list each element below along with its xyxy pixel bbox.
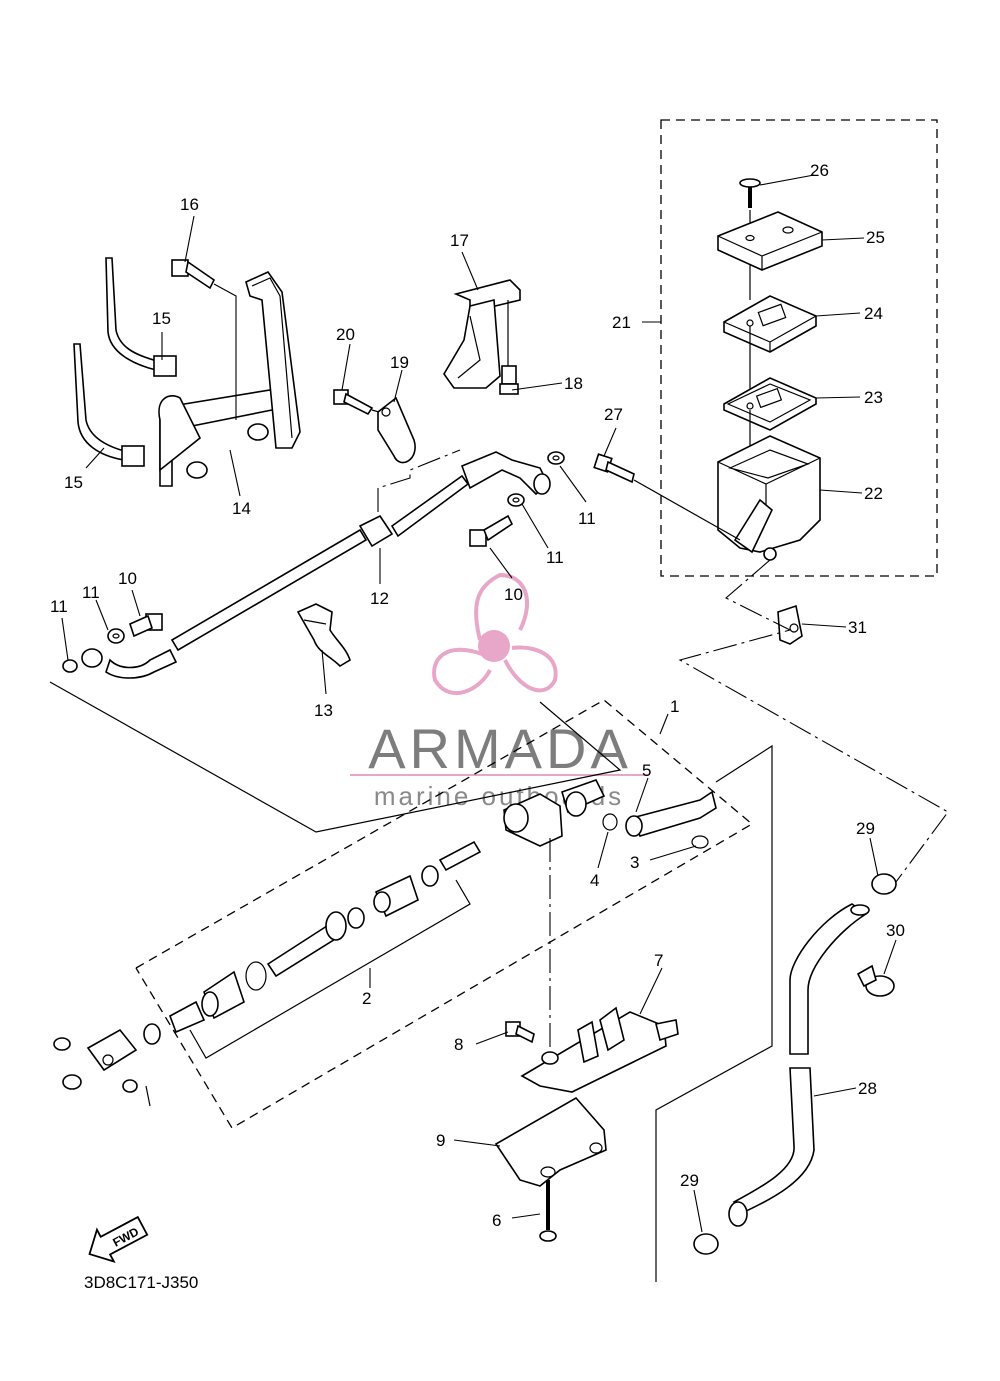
callout-4: 4 (590, 871, 599, 890)
leader-lines (61, 174, 897, 1233)
callout-27: 27 (604, 405, 623, 424)
callout-11-c: 11 (82, 583, 100, 602)
callout-3: 3 (630, 853, 639, 872)
master-cylinder-group-box (135, 699, 754, 1129)
part-20-bolt (333, 389, 387, 416)
callout-13: 13 (314, 701, 333, 720)
callout-16: 16 (180, 195, 199, 214)
part-5-fitting (625, 790, 717, 837)
callout-12: 12 (370, 589, 389, 608)
callout-30: 30 (886, 921, 905, 940)
chain-reservoir-hose (678, 559, 949, 891)
part-6-bolt (539, 1180, 557, 1242)
callout-5: 5 (642, 761, 651, 780)
callout-10-upper: 10 (504, 585, 523, 604)
callout-22: 22 (864, 484, 883, 503)
part-16-bolt (171, 259, 237, 420)
clevis-assembly (53, 1023, 161, 1107)
reservoir-group-box (660, 119, 938, 577)
callout-11-a: 11 (578, 509, 596, 528)
propeller-logo-icon (432, 572, 558, 696)
part-31-clip (777, 604, 803, 645)
fwd-arrow-icon: FWD (88, 1215, 149, 1264)
part-12-brake-pipe (105, 449, 551, 679)
callout-25: 25 (866, 228, 885, 247)
callout-31: 31 (848, 618, 867, 637)
part-30-clamp (856, 964, 895, 997)
frame-line-pipe (49, 681, 622, 833)
callout-2: 2 (362, 989, 371, 1008)
part-11-washer-a (507, 493, 525, 507)
diagram-code: 3D8C171-J350 (84, 1273, 198, 1292)
chain-pipe-19 (377, 449, 461, 512)
part-2-piston-kit (169, 840, 482, 1059)
part-15-cable-tie-upper (105, 257, 177, 377)
part-1-master-cylinder (503, 779, 606, 1060)
part-3-clip (691, 835, 709, 849)
part-29-clamp-upper (871, 873, 897, 895)
callout-9: 9 (436, 1131, 445, 1150)
callout-29-upper: 29 (856, 819, 875, 838)
part-7-bracket (520, 1006, 679, 1093)
callout-17: 17 (450, 231, 469, 250)
frame-line-bracket (655, 744, 773, 1282)
part-28-hose (728, 903, 870, 1227)
part-19-clamp (377, 396, 416, 464)
part-13-clamp (296, 603, 351, 668)
callout-8: 8 (454, 1035, 463, 1054)
part-18-bolt (499, 300, 519, 395)
callout-6: 6 (492, 1211, 501, 1230)
part-11-washer-b (547, 451, 565, 465)
part-14-bracket (158, 270, 301, 487)
callout-20: 20 (336, 325, 355, 344)
part-8-bolt (505, 1021, 535, 1044)
part-10-bolt-lower (129, 613, 163, 638)
callout-26: 26 (810, 161, 829, 180)
callout-24: 24 (864, 304, 883, 323)
part-23-diaphragm (723, 377, 817, 470)
part-25-cap (717, 211, 823, 271)
part-9-plate (494, 1096, 607, 1187)
callout-10-lower: 10 (118, 569, 137, 588)
watermark-title: ARMADA (368, 717, 632, 780)
callout-21: 21 (612, 313, 631, 332)
part-4-o-ring (602, 813, 618, 831)
callout-28: 28 (858, 1079, 877, 1098)
callout-19: 19 (390, 353, 409, 372)
callout-7: 7 (654, 951, 663, 970)
callout-15-upper: 15 (152, 309, 171, 328)
part-27-bolt (593, 453, 741, 541)
callout-labels: 1 2 3 4 5 6 7 8 9 10 10 11 11 11 11 12 1… (50, 161, 905, 1230)
part-24-plate (723, 295, 817, 400)
callout-18: 18 (564, 374, 583, 393)
callout-14: 14 (232, 499, 251, 518)
part-15-cable-tie-lower (73, 343, 145, 467)
part-22-reservoir (717, 435, 821, 561)
part-17-stay (443, 279, 521, 389)
callout-23: 23 (864, 388, 883, 407)
callout-15-lower: 15 (64, 473, 83, 492)
callout-11-d: 11 (50, 597, 68, 616)
callout-11-b: 11 (546, 548, 564, 567)
watermark: ARMADA marine outboards (350, 572, 648, 811)
part-29-clamp-lower (693, 1233, 719, 1255)
part-10-bolt-upper (469, 514, 514, 547)
part-11-washer-c (107, 628, 125, 644)
callout-29-lower: 29 (680, 1171, 699, 1190)
part-11-washer-d (62, 648, 103, 673)
callout-1: 1 (670, 697, 679, 716)
